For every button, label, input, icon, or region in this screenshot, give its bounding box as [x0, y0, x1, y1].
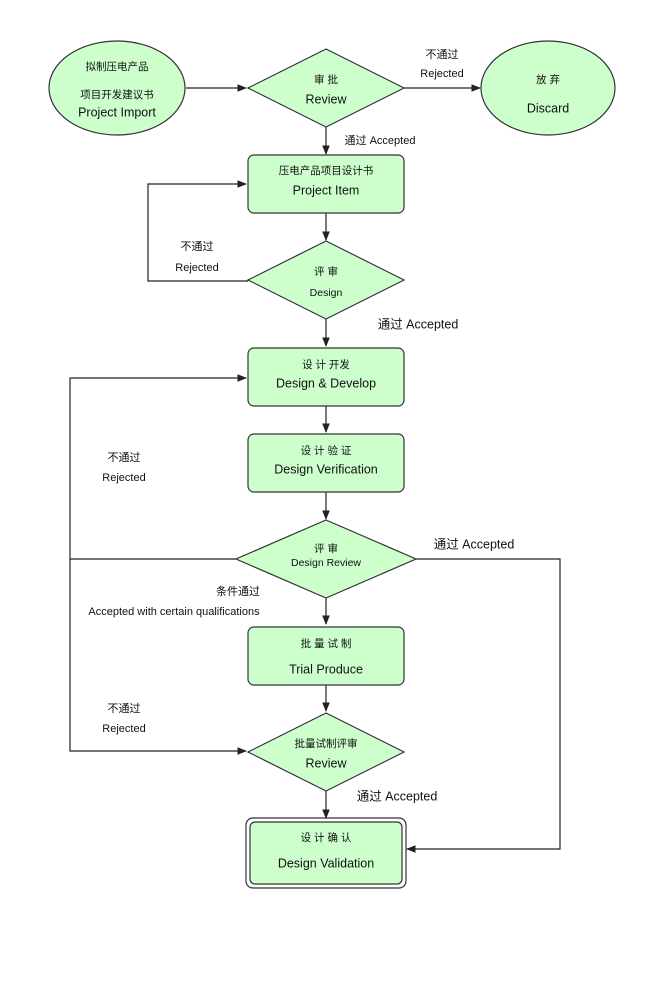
- node-project-item: 压电产品项目设计书 Project Item: [247, 154, 405, 214]
- trial-review-en: Review: [306, 756, 348, 770]
- label-review2-accepted: 通过 Accepted: [434, 537, 515, 551]
- edge-rejected-loop-to-develop: [69, 374, 247, 560]
- node-design-review-2: 评 审 Design Review: [234, 519, 418, 599]
- design-verification-zh: 设 计 验 证: [301, 444, 352, 457]
- label-loop-rejected-en: Rejected: [102, 472, 145, 484]
- label-conditional-zh: 条件通过: [216, 584, 260, 598]
- design-validation-zh: 设 计 确 认: [301, 831, 352, 844]
- trial-review-zh: 批量试制评审: [295, 737, 358, 750]
- node-design-develop: 设 计 开发 Design & Develop: [247, 347, 405, 407]
- design-validation-en: Design Validation: [278, 856, 374, 870]
- label-trial-accepted: 通过 Accepted: [357, 789, 438, 803]
- label-loop-rejected-zh: 不通过: [108, 451, 141, 464]
- node-project-import: 拟制压电产品 项目开发建议书 Project Import: [48, 40, 186, 136]
- label-design1-rejected-en: Rejected: [175, 262, 218, 274]
- node-discard: 放 弃 Discard: [480, 40, 616, 136]
- label-trial-rejected-en: Rejected: [102, 723, 145, 735]
- edge-design-rejected-loop: [147, 180, 248, 282]
- node-design-validation: 设 计 确 认 Design Validation: [245, 817, 407, 889]
- label-design1-accepted: 通过 Accepted: [378, 317, 459, 331]
- project-item-en: Project Item: [293, 183, 360, 197]
- trial-produce-en: Trial Produce: [289, 662, 363, 676]
- review1-zh: 审 批: [314, 73, 338, 86]
- node-design-review-1: 评 审 Design: [246, 240, 406, 320]
- label-review1-rejected-en: Rejected: [420, 68, 463, 80]
- edges: [69, 84, 561, 853]
- design-verification-en: Design Verification: [274, 462, 378, 476]
- label-conditional-en: Accepted with certain qualifications: [88, 606, 260, 618]
- project-import-zh: 拟制压电产品: [86, 60, 149, 73]
- discard-en: Discard: [527, 101, 569, 115]
- review1-en: Review: [306, 92, 348, 106]
- node-trial-review: 批量试制评审 Review: [246, 712, 406, 792]
- design-review2-en: Design Review: [291, 557, 361, 569]
- edge-trial-rejected-loop: [69, 559, 247, 755]
- label-review1-rejected-zh: 不通过: [426, 48, 459, 61]
- edge-review2-accepted-to-validation: [406, 558, 561, 853]
- label-review1-accepted: 通过 Accepted: [345, 134, 416, 147]
- node-design-verification: 设 计 验 证 Design Verification: [247, 433, 405, 493]
- design-review1-en: Design: [310, 287, 343, 299]
- design-develop-zh: 设 计 开发: [302, 358, 350, 371]
- discard-zh: 放 弃: [536, 73, 560, 86]
- edge-labels: 不通过 Rejected 通过 Accepted 不通过 Rejected 通过…: [88, 48, 514, 803]
- design-review2-zh: 评 审: [314, 542, 338, 555]
- design-review1-zh: 评 审: [314, 265, 338, 278]
- node-review-1: 审 批 Review: [246, 48, 406, 128]
- project-item-zh: 压电产品项目设计书: [279, 164, 374, 177]
- label-design1-rejected-zh: 不通过: [181, 240, 214, 253]
- project-import-en: Project Import: [78, 105, 156, 119]
- label-trial-rejected-zh: 不通过: [108, 702, 141, 715]
- project-import-zh2: 项目开发建议书: [80, 88, 154, 101]
- trial-produce-zh: 批 量 试 制: [301, 637, 352, 650]
- node-trial-produce: 批 量 试 制 Trial Produce: [247, 626, 405, 686]
- design-develop-en: Design & Develop: [276, 376, 376, 390]
